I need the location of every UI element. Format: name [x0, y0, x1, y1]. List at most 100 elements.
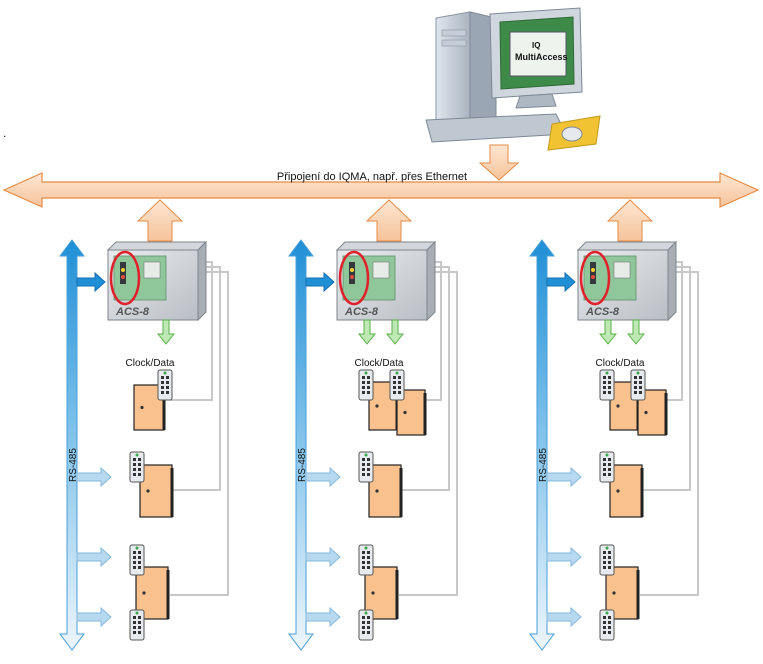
highlight-circle — [109, 250, 141, 306]
controller-connector — [120, 262, 126, 284]
reader-key — [603, 556, 606, 559]
reader-key — [138, 551, 141, 554]
reader-key — [367, 626, 370, 629]
pc-to-bus-arrow — [478, 144, 520, 181]
reader-key — [133, 626, 136, 629]
clock-data-arrow — [598, 319, 618, 345]
card-reader — [358, 544, 374, 576]
wiring — [640, 266, 691, 491]
reader-key — [362, 621, 365, 624]
door-handle — [140, 405, 144, 410]
rs485-branch-arrow — [305, 466, 341, 488]
reader-key — [608, 616, 611, 619]
reader-key — [138, 566, 141, 569]
reader-key — [362, 386, 365, 389]
rs485-branch-arrow — [76, 606, 112, 628]
controller-side — [426, 240, 436, 322]
status-led — [591, 268, 595, 272]
controller-uplink-arrow — [136, 199, 184, 242]
controller-top — [106, 241, 208, 251]
door-handle — [644, 410, 648, 415]
pc-drive — [441, 29, 467, 37]
card-reader — [129, 451, 145, 483]
reader-key — [362, 551, 365, 554]
reader-key — [367, 463, 370, 466]
controller-module — [613, 261, 631, 279]
highlight-circle — [579, 250, 611, 306]
wiring — [170, 271, 229, 596]
controller-label: ACS-8 — [585, 306, 620, 318]
wiring — [399, 271, 458, 596]
reader-led — [135, 453, 139, 457]
card-reader — [599, 609, 615, 641]
reader-key — [138, 556, 141, 559]
reader-key — [362, 561, 365, 564]
reader-key — [608, 626, 611, 629]
reader-key — [166, 391, 169, 394]
ethernet-bus-label: Připojení do IQMA, např. přes Ethernet — [277, 171, 467, 183]
clock-data-arrow — [156, 319, 176, 345]
card-reader — [599, 369, 615, 401]
reader-key — [362, 463, 365, 466]
pc-drive — [441, 39, 467, 47]
reader-key — [367, 473, 370, 476]
reader-key — [367, 381, 370, 384]
reader-led — [364, 371, 368, 375]
status-led — [591, 275, 595, 279]
reader-key — [603, 631, 606, 634]
reader-key — [367, 551, 370, 554]
controller-module — [372, 261, 390, 279]
reader-key — [603, 626, 606, 629]
reader-key — [133, 556, 136, 559]
reader-led — [364, 611, 368, 615]
reader-key — [608, 621, 611, 624]
screen-prefix: IQ — [532, 41, 540, 50]
reader-led — [605, 611, 609, 615]
status-led — [350, 268, 354, 272]
rs485-branch-arrow — [76, 546, 112, 568]
reader-key — [367, 458, 370, 461]
rs485-label: RS-485 — [538, 448, 549, 482]
reader-key — [608, 386, 611, 389]
reader-key — [166, 376, 169, 379]
reader-key — [393, 391, 396, 394]
reader-key — [166, 381, 169, 384]
status-led — [121, 268, 125, 272]
door-edge — [395, 570, 399, 619]
reader-key — [362, 376, 365, 379]
door-edge — [170, 468, 174, 517]
reader-key — [608, 556, 611, 559]
door-panel — [609, 464, 643, 518]
mouse — [561, 126, 583, 142]
reader-key — [367, 566, 370, 569]
reader-key — [639, 386, 642, 389]
rs485-label: RS-485 — [297, 448, 308, 482]
rs485-branch-arrow — [76, 271, 106, 293]
screen-label: MultiAccess — [515, 52, 568, 62]
door — [605, 566, 640, 620]
reader-key — [608, 566, 611, 569]
reader-key — [398, 381, 401, 384]
reader-key — [362, 381, 365, 384]
reader-key — [608, 463, 611, 466]
door-edge — [399, 468, 403, 517]
rs485-branch-arrow — [305, 271, 335, 293]
door-handle — [616, 489, 620, 493]
controller-label: ACS-8 — [115, 306, 150, 318]
reader-key — [133, 463, 136, 466]
reader-key — [634, 376, 637, 379]
highlight-circle — [338, 250, 370, 306]
door-panel — [605, 566, 639, 620]
reader-key — [639, 376, 642, 379]
rs485-label: RS-485 — [68, 448, 79, 482]
rs485-bus — [529, 239, 555, 651]
reader-key — [133, 566, 136, 569]
ethernet-bus-arrow — [2, 172, 760, 208]
door-panel — [139, 464, 173, 518]
controller-uplink-arrow — [606, 199, 654, 242]
reader-key — [138, 561, 141, 564]
reader-key — [639, 381, 642, 384]
